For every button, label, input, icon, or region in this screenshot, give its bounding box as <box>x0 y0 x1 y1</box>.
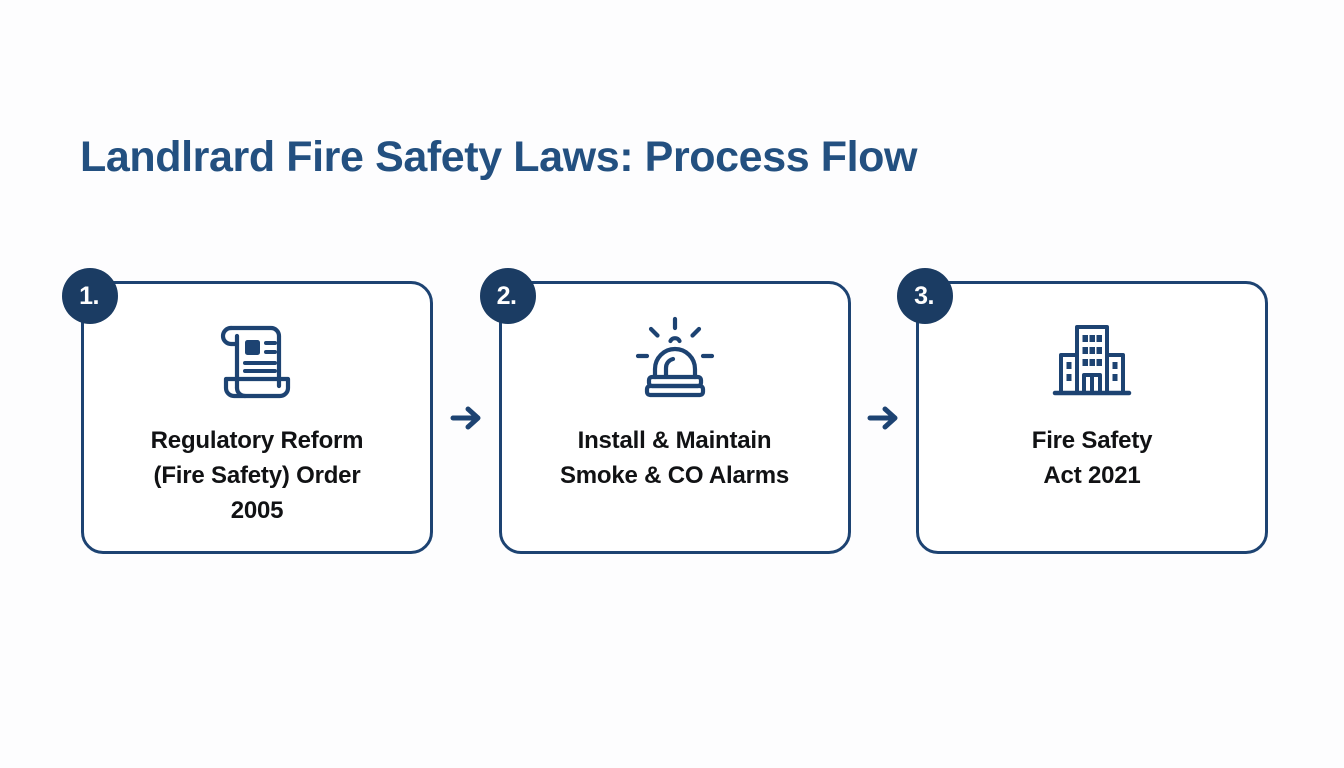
step-card-1[interactable]: 1. <box>62 268 433 554</box>
step-number-badge-3: 3. <box>897 268 953 324</box>
step-card-3[interactable]: 3. <box>897 268 1268 554</box>
step-number-badge-1: 1. <box>62 268 118 324</box>
step-label-2: Install & Maintain Smoke & CO Alarms <box>559 427 790 489</box>
process-flow-row: 1. <box>62 268 1268 554</box>
step-number-badge-2: 2. <box>479 268 536 324</box>
building-icon <box>1042 311 1142 406</box>
step-label-1: Regulatory Reform (Fire Safety) Order 20… <box>150 427 364 524</box>
step-label-3: Fire Safety Act 2021 <box>1031 427 1153 489</box>
alarm-siren-icon <box>625 311 725 406</box>
arrow-right-icon-2 <box>855 390 911 446</box>
page-title: Landlrard Fire Safety Laws: Process Flow <box>80 133 918 181</box>
step-card-2[interactable]: 2. <box>479 268 851 554</box>
arrow-right-icon-1 <box>438 390 494 446</box>
scroll-document-icon <box>207 311 307 406</box>
